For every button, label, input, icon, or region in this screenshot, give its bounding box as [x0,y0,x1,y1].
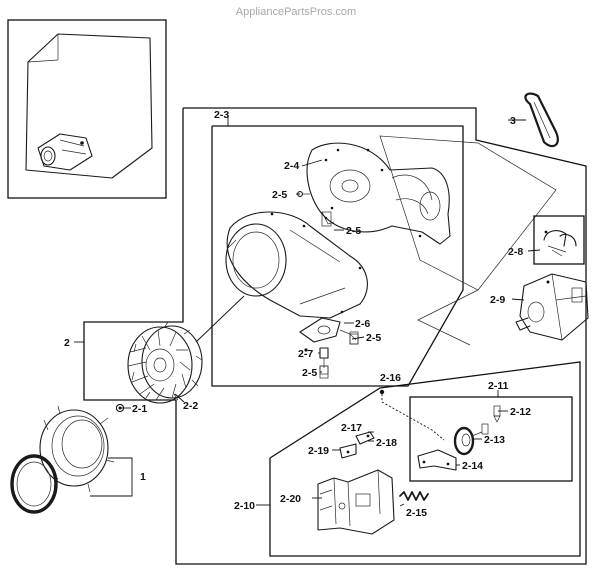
blower-housing-front [225,211,368,319]
callout-2-14: 2-14 [462,460,483,472]
leader-lines [74,117,541,507]
callout-labels: 1 2 2-1 2-2 2-3 2-4 2-5 2-5 2-6 2-5 2-7 … [64,109,531,519]
callout-2-17: 2-17 [341,422,362,434]
blower-wheel [127,321,203,404]
callout-2-13: 2-13 [484,434,505,446]
callout-2: 2 [64,337,70,349]
callout-2-8: 2-8 [508,246,523,258]
sensor-bracket [299,317,359,345]
callout-2-7: 2-7 [298,348,313,360]
watermark-text: AppliancePartsPros.com [236,6,356,18]
rear-panel-outline [379,135,557,291]
duct-seal-ring [10,454,58,514]
callout-2-5-bottom: 2-5 [302,367,317,379]
drive-motor [515,273,589,341]
thermistor [319,347,329,375]
callout-2-5-mid: 2-5 [346,225,361,237]
tension-spring [399,491,429,501]
callout-2-9: 2-9 [490,294,505,306]
idler-bracket-frame [533,215,585,265]
callout-1-bracket [90,457,133,497]
location-inset [7,19,167,199]
drive-belt [524,92,559,148]
callout-2-11: 2-11 [488,380,509,392]
callout-2-5-right: 2-5 [366,332,381,344]
idler-brackets [543,230,577,257]
motor-area-outline [417,289,479,346]
idler-arm [417,449,457,471]
inset-frame [7,19,167,199]
callout-2-4: 2-4 [284,160,299,172]
callout-2-5-top: 2-5 [272,189,287,201]
callout-2-6: 2-6 [355,318,370,330]
housing-subassembly-frame [211,125,464,387]
idler-base-bracket [317,469,395,535]
inset-cabinet-edge [27,34,59,63]
callout-3: 3 [510,115,516,127]
inset-cabinet [25,33,153,179]
wheel-to-housing-line [195,295,245,343]
idler-pulley [453,426,483,456]
pulley-screw [481,405,501,435]
callout-2-19: 2-19 [308,445,329,457]
pivot-bolt [379,389,445,441]
pulley-subassembly-frame [409,396,573,482]
bracket-fasteners [339,431,375,459]
callout-2-1: 2-1 [132,403,147,415]
duct-flange [39,405,115,493]
callout-2-10: 2-10 [234,500,255,512]
callout-2-3: 2-3 [214,109,229,121]
callout-1: 1 [140,471,146,483]
callout-2-15: 2-15 [406,507,427,519]
callout-2-16: 2-16 [380,372,401,384]
assembly-frame-2 [83,107,587,565]
callout-2-18: 2-18 [376,437,397,449]
callout-2-20: 2-20 [280,493,301,505]
callout-2-12: 2-12 [510,406,531,418]
screw-b [321,211,332,227]
blower-housing-rear [306,142,451,245]
inset-blower-assembly [37,133,93,171]
callout-2-2: 2-2 [183,400,198,412]
idler-subassembly-frame [269,361,581,557]
